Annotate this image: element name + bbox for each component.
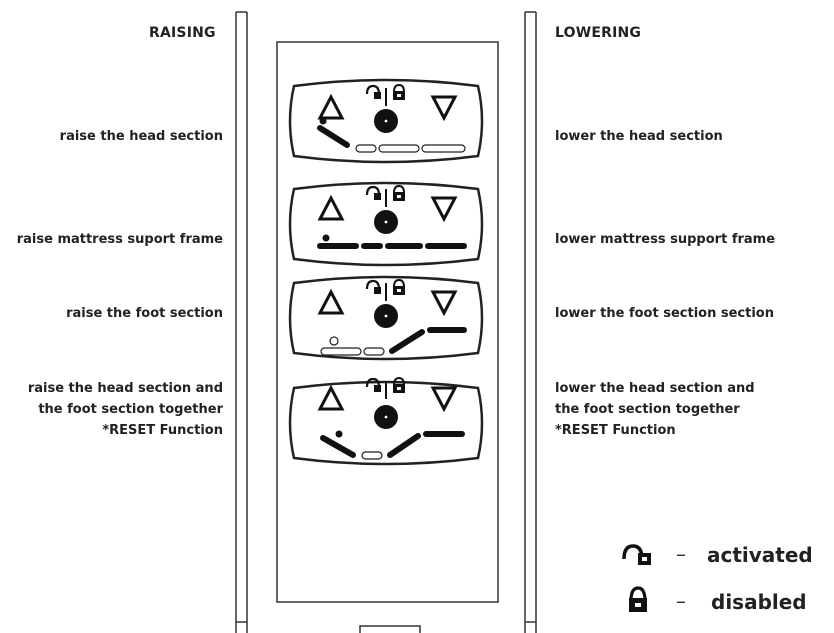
legend-disabled-separator: – (676, 589, 686, 613)
triangle-up-icon (317, 93, 345, 120)
lower-reset-line-3: *RESET Function (555, 423, 676, 438)
legend-activated-separator: – (676, 542, 686, 566)
lower-foot-label: lower the foot section section (555, 303, 774, 324)
raise-foot-line-1: raise the foot section (66, 306, 223, 321)
raise-foot-label: raise the foot section (66, 303, 223, 324)
raise-reset-line-2: the foot section together (38, 402, 223, 417)
unlocked-padlock-icon (365, 185, 381, 200)
raise-head-label: raise the head section (60, 126, 223, 147)
raising-header: RAISING (149, 25, 216, 41)
foot-section-button[interactable] (288, 275, 484, 361)
head-section-button[interactable] (288, 78, 484, 164)
triangle-up-icon (317, 288, 345, 315)
raise-reset-line-3: *RESET Function (102, 423, 223, 438)
legend-disabled-label: disabled (711, 590, 807, 614)
raise-frame-line-1: raise mattress suport frame (16, 232, 223, 247)
triangle-down-icon (430, 386, 458, 413)
locked-padlock-icon (393, 376, 405, 393)
legend-activated-label: activated (707, 543, 813, 567)
lowering-header: LOWERING (555, 25, 642, 41)
unlocked-padlock-icon (365, 377, 381, 392)
unlocked-padlock-icon (365, 84, 381, 99)
raise-head-line-1: raise the head section (59, 129, 223, 144)
lower-reset-line-2: the foot section together (555, 402, 740, 417)
locked-padlock-icon (393, 278, 405, 295)
triangle-up-icon (317, 194, 345, 221)
lower-reset-line-1: lower the head section and (555, 381, 755, 396)
lower-frame-line-1: lower mattress support frame (555, 232, 776, 247)
lower-frame-label: lower mattress support frame (555, 229, 775, 250)
raise-reset-label: raise the head section and the foot sect… (28, 378, 223, 441)
lower-reset-label: lower the head section and the foot sect… (555, 378, 755, 441)
raise-reset-line-1: raise the head section and (27, 381, 223, 396)
triangle-down-icon (430, 95, 458, 122)
lower-head-line-1: lower the head section (555, 129, 723, 144)
lower-foot-line-1: lower the foot section section (555, 306, 774, 321)
triangle-down-icon (430, 196, 458, 223)
head-and-foot-reset-button[interactable] (288, 376, 484, 466)
locked-padlock-icon (393, 83, 405, 100)
legend-unlocked-padlock-icon (622, 544, 651, 565)
triangle-up-icon (317, 384, 345, 411)
triangle-down-icon (430, 290, 458, 317)
legend-locked-padlock-icon (629, 586, 647, 612)
cable-stub (359, 625, 421, 633)
mattress-frame-button[interactable] (288, 181, 484, 267)
control-panel-frame (276, 41, 499, 603)
locked-padlock-icon (393, 184, 405, 201)
raise-frame-label: raise mattress suport frame (17, 229, 223, 250)
unlocked-padlock-icon (365, 279, 381, 294)
lower-head-label: lower the head section (555, 126, 723, 147)
